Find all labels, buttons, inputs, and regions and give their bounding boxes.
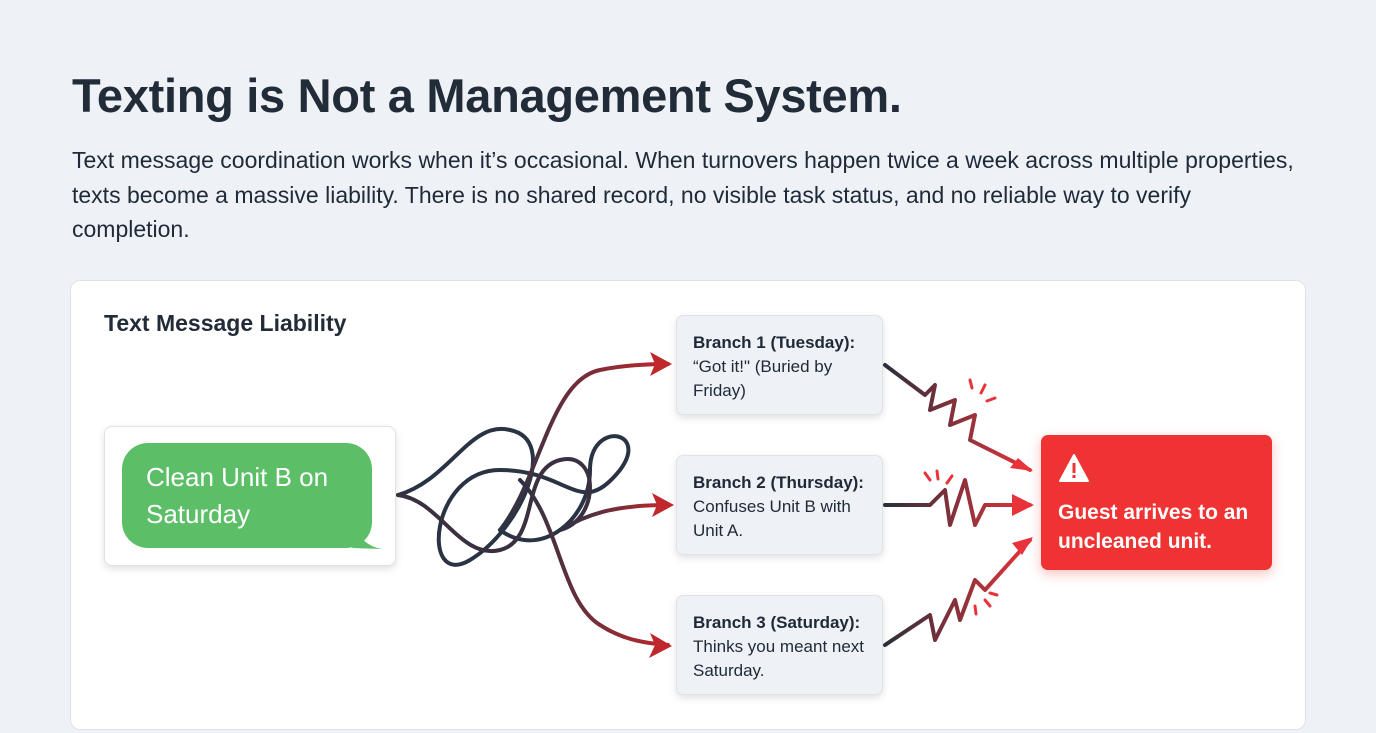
branch-text: Confuses Unit B with Unit A. (693, 497, 851, 540)
page-description: Text message coordination works when it’… (72, 147, 1294, 242)
outcome-text: Guest arrives to an uncleaned unit. (1058, 501, 1249, 553)
branch-3-box: Branch 3 (Saturday): Thinks you meant nex… (676, 595, 883, 695)
message-bubble: Clean Unit B on Saturday (122, 443, 372, 548)
branch-label: Branch 2 (Thursday): (693, 473, 864, 492)
branch-text: “Got it!" (Buried by Friday) (693, 357, 833, 400)
warning-icon (1059, 454, 1089, 482)
outcome-alert: Guest arrives to an uncleaned unit. (1041, 435, 1272, 570)
diagram-title: Text Message Liability (104, 310, 347, 336)
branch-text: Thinks you meant next Saturday. (693, 637, 865, 680)
branch-label: Branch 1 (Tuesday): (693, 333, 856, 352)
page-title: Texting is Not a Management System. (72, 69, 902, 122)
branch-label: Branch 3 (Saturday): (693, 613, 861, 632)
branch-1-box: Branch 1 (Tuesday): “Got it!" (Buried by … (676, 315, 883, 415)
branch-2-box: Branch 2 (Thursday): Confuses Unit B with… (676, 455, 883, 555)
